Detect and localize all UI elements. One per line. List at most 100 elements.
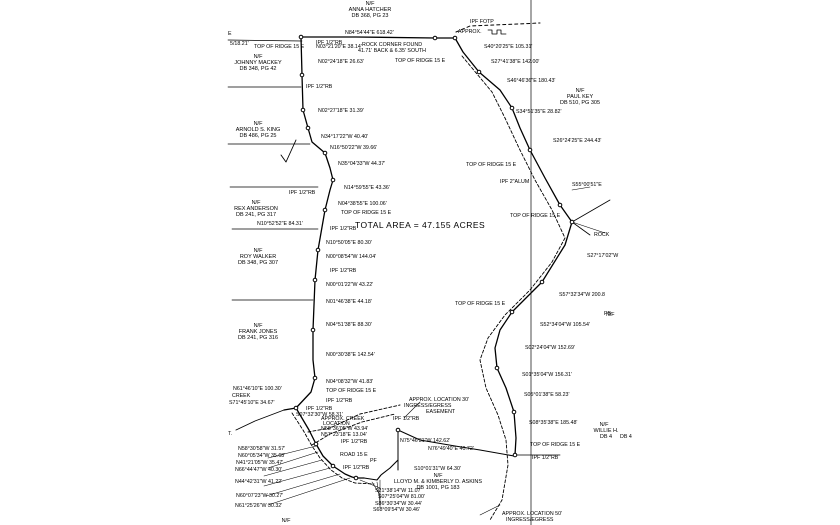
call-12: N00°01'22"W 43.22' (326, 282, 373, 288)
access-easement-dashed (291, 412, 375, 485)
north-boundary-line (300, 36, 456, 39)
monument-6 (330, 177, 336, 183)
owner-deed-8: DB 1001, PG 183 (416, 485, 459, 491)
call-35: N58°30'58"W 31.57' (238, 446, 285, 452)
call-32: S07°32'30"W 58.31' (296, 412, 343, 418)
owner-name-4: REX ANDERSON (234, 206, 278, 212)
call-29: S08°35'38"E 185.48' (529, 420, 577, 426)
east-easement-dashed (461, 55, 566, 521)
call-38: N66°44'47"W 40.30' (235, 467, 282, 473)
call-28: S05°01'38"E 58.23' (524, 392, 570, 398)
note-rock-offset: 41.71' BACK & 6.35' SOUTH (358, 48, 426, 54)
owner-deed-7: DB 510, PG 305 (560, 100, 600, 106)
note-nf-east: N/F (606, 312, 615, 318)
monument-23 (511, 409, 517, 415)
owner-name-5: ROY WALKER (240, 254, 276, 260)
owner-name-1: ANNA HATCHER (349, 7, 392, 13)
note-creek: CREEK (232, 393, 251, 399)
monument-5 (322, 150, 328, 156)
note-ridge-6: TOP OF RIDGE 15 E (455, 301, 506, 307)
note-ridge-5: TOP OF RIDGE 15 E (510, 213, 561, 219)
monument-16 (509, 105, 515, 111)
call-0: N84°54'44"E 618.42' (345, 30, 394, 36)
note-ridge-2: TOP OF RIDGE 15 E (395, 58, 446, 64)
monument-20 (539, 279, 545, 285)
owner-nf-6: N/F (254, 323, 264, 329)
note-t: T. (228, 431, 232, 437)
note-ipf-9: IPF 1/2"RB (341, 439, 368, 445)
owner-name-9: WILLIE H. (593, 428, 619, 434)
owner-nf-4: N/F (252, 200, 262, 206)
call-27: S01°35'04"W 156.31' (522, 372, 572, 378)
call-9: N10°52'52"E 84.31' (257, 221, 303, 227)
west-boundary-upper (295, 36, 334, 409)
call-8: N04°38'55"E 100.06' (338, 201, 387, 207)
call-20: S34°51'35"E 28.82' (516, 109, 562, 115)
owner-name-6: FRANK JONES (239, 329, 278, 335)
call-36: N60°05'34"W 35.68' (238, 453, 285, 459)
call-31: S71°45'10"E 34.67' (229, 400, 275, 406)
boundary-east-1 (571, 199, 611, 223)
call-15: N00°30'38"E 142.54' (326, 352, 375, 358)
monument-27 (353, 475, 359, 481)
survey-monuments (293, 34, 575, 481)
monument-9 (312, 277, 318, 283)
boundary-west-1 (227, 39, 303, 42)
edge-label-right-mid: PB (604, 311, 612, 317)
call-19: S46°46'36"E 180.43' (507, 78, 555, 84)
note-ipf-4: IPF 1/2"RB (330, 226, 357, 232)
owner-name-8: LLOYD M. & KIMBERLY D. ASKINS (394, 479, 482, 485)
owner-name-3: ARNOLD S. KING (236, 127, 281, 133)
call-17: S40°20'25"E 105.31' (484, 44, 532, 50)
boundary-call-labels: N84°54'44"E 618.42' N03°21'20"E 38.14' N… (229, 30, 618, 513)
monument-18 (557, 202, 563, 208)
approx-marks (487, 29, 507, 35)
owner-nf-1: N/F (366, 1, 376, 7)
owner-nf-7: N/F (576, 88, 586, 94)
check-mark (280, 139, 297, 163)
owner-deed-2: DB 348, PG 42 (240, 66, 277, 72)
call-23: S27°17'02"W (587, 253, 618, 259)
owner-deed-6: DB 241, PG 316 (238, 335, 278, 341)
note-rock-corner: ROCK CORNER FOUND (362, 42, 422, 48)
call-44: S86°30'34"W 30.44' (375, 501, 422, 507)
call-26: S02°24'04"W 152.69' (525, 345, 575, 351)
note-approx-top: APPROX. (458, 29, 482, 35)
note-ipf-2: IPF 1/2"RB (306, 84, 333, 90)
note-db-east: DB 4 (620, 434, 632, 440)
note-ridge-4: TOP OF RIDGE 15 E (341, 210, 392, 216)
monument-24 (512, 452, 518, 458)
call-11: N00°08'54"W 144.04' (326, 254, 376, 260)
note-ridge-7: TOP OF RIDGE 15 E (326, 388, 377, 394)
east-boundary-line (454, 37, 573, 456)
owner-deed-1: DB 368, PG 23 (352, 13, 389, 19)
monument-2 (299, 72, 305, 78)
note-ipf-7: IPF 1/2"RB (306, 406, 333, 412)
owner-name-2: JOHNNY MACKEY (234, 60, 282, 66)
monument-22 (494, 365, 500, 371)
call-48: N76°49'40"E 40.72' (428, 446, 474, 452)
label-leaders (263, 186, 606, 516)
monument-10 (310, 327, 316, 333)
south-boundary-line (363, 459, 399, 481)
note-ipf-5: IPF 1/2"RB (330, 268, 357, 274)
monument-15 (476, 69, 482, 75)
call-6: N35°04'33"W 44.37' (338, 161, 385, 167)
note-rock-east: ROCK (594, 232, 610, 238)
call-22: S55°00'51"E (572, 182, 602, 188)
owner-labels: N/F ANNA HATCHER DB 368, PG 23 N/F JOHNN… (234, 1, 619, 524)
monument-11 (312, 375, 318, 381)
note-ipf-10: IPF 1/2"RB (343, 465, 370, 471)
monument-28 (395, 427, 401, 433)
call-21: S26°24'25"E 244.43' (553, 138, 601, 144)
call-25: S52°34'04"W 105.54' (540, 322, 590, 328)
owner-nf-9: N/F (600, 422, 610, 428)
note-easement-30-ingress: INGRESS/EGRESS (404, 403, 452, 409)
owner-deed-5: DB 348, PG 307 (238, 260, 278, 266)
owner-deed-9: DB 4 (600, 434, 612, 440)
monument-3 (300, 107, 306, 113)
call-5: N16°50'22"W 39.66' (330, 145, 377, 151)
monument-13 (432, 35, 438, 41)
creek-dashed-line-2 (307, 404, 401, 433)
